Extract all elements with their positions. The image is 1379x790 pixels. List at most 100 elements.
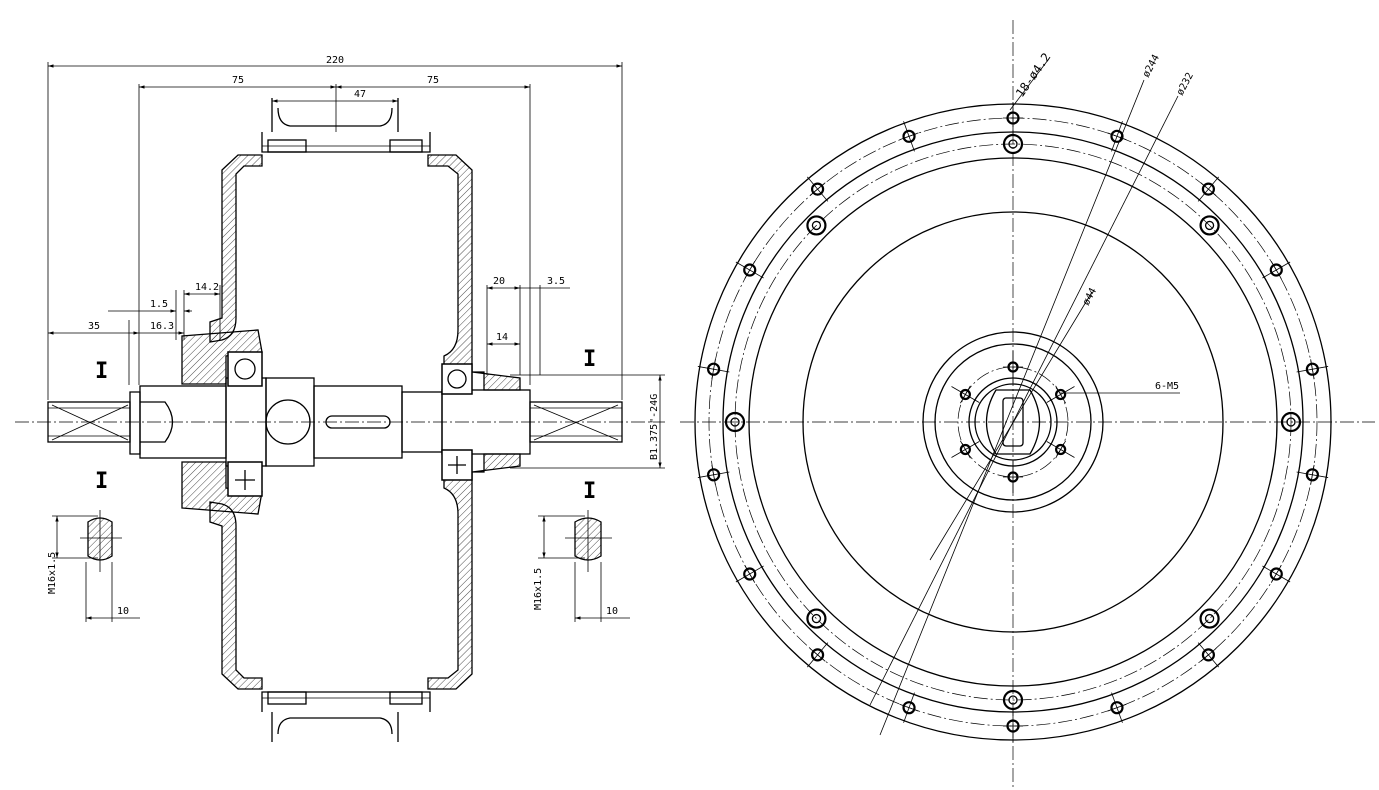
- dim-14: 14: [496, 332, 508, 343]
- rim-hole: [902, 129, 916, 143]
- rim-hole: [810, 182, 825, 196]
- tapped-hole: [959, 388, 971, 401]
- hole-cross-tick: [1107, 703, 1127, 712]
- hole-cross-tick: [960, 385, 971, 404]
- flange-hole: [1280, 411, 1302, 433]
- tapped-hole: [1055, 443, 1067, 456]
- rim-hole: [743, 567, 757, 581]
- dim-1-5: 1.5: [150, 299, 168, 310]
- dim-14-2: 14.2: [195, 282, 219, 293]
- tapped-pcd: [957, 366, 1069, 478]
- section-mark-left-top: I: [95, 359, 108, 384]
- flange-hole-inner: [811, 613, 822, 624]
- dimension-lines: [48, 64, 662, 468]
- inner-hole-group: [724, 133, 1302, 711]
- rim-hole: [902, 701, 916, 715]
- bolt-circle-inner: [734, 143, 1292, 701]
- rim-hole: [810, 648, 825, 662]
- hole-cross-tick: [711, 359, 716, 380]
- hole-cross-tick: [809, 182, 826, 196]
- hole-cross-tick: [1107, 132, 1127, 141]
- dim-thread-b1375: B1.375"-24G: [649, 394, 660, 460]
- dim-3-5: 3.5: [547, 276, 565, 287]
- hole-cross-tick: [809, 648, 826, 662]
- rim-hole: [743, 263, 757, 277]
- hub-shell: [181, 154, 521, 690]
- spoke-flange-bottom: [261, 691, 431, 742]
- flange-hole: [806, 608, 827, 629]
- rim-hole: [1305, 362, 1319, 376]
- callout-dia-244: ø244: [1141, 53, 1162, 79]
- flange-hole-inner: [1008, 695, 1018, 705]
- callout-18-holes: 18-ø4.2: [1013, 50, 1053, 99]
- hole-cross-tick: [711, 464, 716, 485]
- axle-section-left: M16x1.5 10: [47, 510, 140, 622]
- rim-hole: [1110, 129, 1124, 143]
- axle-section-right: M16x1.5 10: [533, 510, 630, 622]
- rim-hole: [707, 468, 721, 482]
- flange-hole-inner: [811, 220, 822, 231]
- hole-cross-tick: [744, 261, 756, 279]
- callout-dia-44: ø44: [1081, 286, 1099, 307]
- rim-hole: [1269, 263, 1283, 277]
- axle-key: [1002, 397, 1024, 447]
- dim-47: 47: [354, 89, 366, 100]
- callout-6-m5: 6-M5: [1155, 381, 1179, 392]
- hole-cross-tick: [744, 565, 756, 583]
- section-mark-left-bottom: I: [95, 469, 108, 494]
- hole-cross-tick: [899, 132, 919, 141]
- flange-hole-inner: [1286, 417, 1296, 427]
- section-mark-right-bottom: I: [583, 479, 596, 504]
- hole-cross-tick: [1200, 648, 1217, 662]
- right-section-thread: M16x1.5: [533, 568, 544, 610]
- left-section-thread: M16x1.5: [47, 552, 58, 594]
- flange-hole-inner: [1204, 220, 1215, 231]
- shell-circle: [802, 211, 1224, 633]
- side-section-view: 220 75 75 47 35 16.3 1.5 14.2 20 3.5 14 …: [15, 55, 665, 742]
- spoke-flange-top: [261, 98, 431, 153]
- hole-cross-tick: [1270, 261, 1282, 279]
- hub-circle-2: [934, 343, 1092, 501]
- front-view: 18-ø4.2 ø244 ø232 ø44 6-M5: [680, 20, 1375, 788]
- hole-cross-tick: [1055, 440, 1066, 459]
- flange-hole-inner: [1204, 613, 1215, 624]
- rim-hole: [1305, 468, 1319, 482]
- rim-hole: [707, 362, 721, 376]
- flange-hole: [1199, 608, 1220, 629]
- hole-cross-tick: [1310, 359, 1315, 380]
- hub-circle-1: [922, 331, 1104, 513]
- hole-cross-tick: [1270, 565, 1282, 583]
- tapped-hole-group: [951, 351, 1075, 493]
- extension-lines: [47, 62, 665, 469]
- flange-hole: [724, 411, 746, 433]
- tapped-hole: [1055, 388, 1067, 401]
- hole-cross-tick: [899, 703, 919, 712]
- rim-circle-3: [748, 157, 1278, 687]
- section-mark-right-top: I: [583, 347, 596, 372]
- dim-35: 35: [88, 321, 100, 332]
- dim-16-3: 16.3: [150, 321, 174, 332]
- flange-hole: [1002, 133, 1024, 155]
- dim-75-left: 75: [232, 75, 244, 86]
- rim-hole: [1110, 701, 1124, 715]
- rim-hole: [1201, 648, 1216, 662]
- rim-hole: [1201, 182, 1216, 196]
- left-section-width: 10: [117, 606, 129, 617]
- dim-75-right: 75: [427, 75, 439, 86]
- hole-cross-tick: [1055, 385, 1066, 404]
- rim-hole: [1269, 567, 1283, 581]
- bearing-right: [441, 363, 473, 481]
- hole-cross-tick: [960, 440, 971, 459]
- leader-lines: [869, 59, 1180, 736]
- axle-flats: [985, 389, 1041, 455]
- flange-hole: [1199, 215, 1220, 236]
- dim-220: 220: [326, 55, 344, 66]
- right-section-width: 10: [606, 606, 618, 617]
- flange-hole-inner: [730, 417, 740, 427]
- flange-hole: [806, 215, 827, 236]
- flange-hole: [1002, 689, 1024, 711]
- callout-dia-232: ø232: [1175, 71, 1196, 97]
- axle-outer: [974, 383, 1052, 461]
- dim-20: 20: [493, 276, 505, 287]
